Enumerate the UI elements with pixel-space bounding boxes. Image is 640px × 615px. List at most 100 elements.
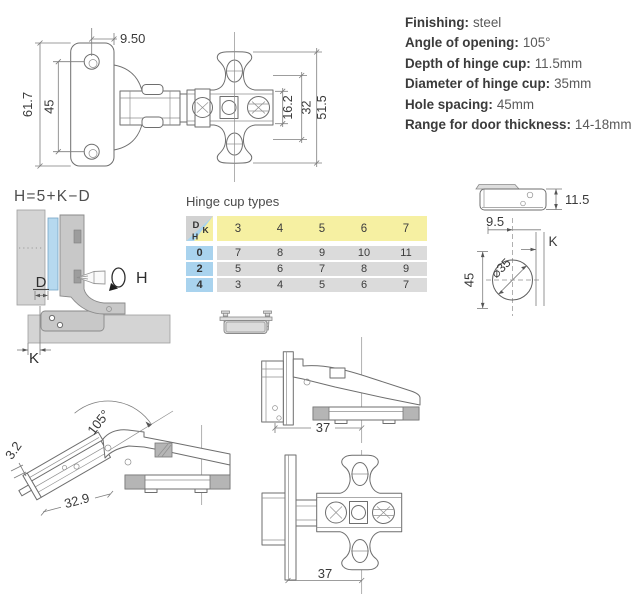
section-k-label: K: [29, 350, 39, 365]
plate-screw-left: [192, 97, 213, 118]
table-corner-cell: D K H: [186, 216, 213, 241]
dim-plate-mid: 32: [273, 72, 314, 143]
table-header-row: D K H 3 4 5 6 7: [186, 216, 427, 241]
table-cell: 9: [385, 262, 427, 276]
open-cup-assembly: [18, 431, 111, 501]
door-edge-highlight: [47, 217, 59, 291]
k-header-cell: 7: [385, 216, 427, 241]
hinge-cup-front: [70, 42, 195, 167]
corner-d-label: D: [193, 220, 200, 231]
spec-door-thickness: Range for door thickness:14-18mm: [405, 117, 632, 133]
table-cell: 6: [343, 278, 385, 292]
dim-closed-length: 37: [272, 420, 365, 435]
dim-cup-depth: 11.5: [546, 188, 589, 210]
d-dimension: D: [33, 274, 49, 300]
table-cell: 8: [343, 262, 385, 276]
open-mount-plate: [124, 464, 231, 493]
dim-open-angle-label: 105°: [84, 407, 112, 437]
mounting-plate-top: [316, 454, 403, 571]
rotate-adjust-icon: [109, 267, 126, 291]
section-d-label: D: [36, 274, 47, 291]
dim-closed-length-label: 37: [316, 420, 330, 435]
arm-stub: [295, 499, 318, 527]
spec-angle: Angle of opening:105°: [405, 35, 551, 51]
plate-cam-center: [221, 100, 237, 115]
dim-open-depth-label: 32.9: [63, 490, 91, 511]
dim-front-offset: 9.50: [88, 28, 145, 56]
dim-plate-mid-label: 32: [300, 101, 314, 115]
spec-finishing: Finishing:steel: [405, 15, 502, 30]
dim-plate-inner-label: 16.2: [281, 95, 295, 119]
table-cell: 4: [259, 278, 301, 292]
mounting-plate-front: [186, 32, 274, 182]
hinge-section: [59, 214, 126, 315]
screwdriver-icon: [75, 270, 106, 285]
hinge-arm-side: [292, 358, 421, 406]
table-cell: 6: [259, 262, 301, 276]
dim-front-height: 61.7: [20, 40, 71, 169]
k-dimension: K: [17, 306, 51, 365]
spec-cup-depth: Depth of hinge cup:11.5mm: [405, 55, 583, 71]
dim-plate-outer: 51.5: [253, 48, 329, 167]
table-cell: 5: [217, 262, 259, 276]
cross-section-drawing: D H K: [16, 209, 171, 365]
table-cell: 3: [217, 278, 259, 292]
dim-plate-length-label: 37: [318, 566, 332, 581]
plate-section: [40, 310, 105, 332]
cup-lip: [18, 484, 32, 497]
dim-drill-offset: 9.5: [486, 214, 541, 234]
table-cell: 8: [259, 246, 301, 260]
dim-drill-spacing-label: 45: [462, 273, 477, 287]
dim-open-depth: 32.9: [40, 490, 114, 516]
corner-k-label: K: [203, 225, 210, 235]
door-plate: [284, 454, 297, 581]
k-header-cell: 4: [259, 216, 301, 241]
screw-right-bottomview: [372, 501, 395, 524]
k-header-cell: 6: [343, 216, 385, 241]
cup-flange: [219, 316, 273, 321]
d-row-label: 4: [186, 278, 213, 292]
open-hinge-drawing: 105° 3.2 32.9: [5, 400, 231, 516]
dim-front-offset-label: 9.50: [120, 31, 145, 46]
dim-drill-spacing: 45: [462, 251, 488, 309]
spec-cup-diameter: Diameter of hinge cup:35mm: [405, 76, 592, 92]
corner-h-label: H: [192, 232, 198, 242]
table-cell: 5: [301, 278, 343, 292]
dim-k-label: K: [548, 234, 557, 249]
d-row-label: 2: [186, 262, 213, 276]
cup-drilling-drawing: 11.5 9.5 ⌀35 45 K: [462, 184, 589, 316]
wall-block: [261, 492, 286, 546]
dim-front-height-label: 61.7: [20, 92, 35, 117]
closed-hinge-drawing: 37: [261, 337, 421, 443]
dim-open-lip-label: 3.2: [5, 439, 25, 462]
hinge-knuckle-bottom: [141, 116, 164, 128]
k-header-cell: 5: [301, 216, 343, 241]
table-cell: 7: [217, 246, 259, 260]
table-cell: 11: [385, 246, 427, 260]
hinge-cup-types-table: Hinge cup types D K H 3 4 5 6 7 0 7 8 9 …: [186, 194, 427, 294]
dim-cup-depth-label: 11.5: [565, 192, 589, 207]
cup-block-side: [261, 360, 284, 423]
hinge-knuckle-top: [141, 84, 164, 95]
mount-plate-side: [312, 406, 420, 424]
table-row: 4 3 4 5 6 7: [186, 278, 427, 292]
arm-boss: [329, 367, 346, 379]
table-row: 0 7 8 9 10 11: [186, 246, 427, 260]
height-formula: H=5+K−D: [14, 188, 91, 205]
dim-plate-inner: 16.2: [275, 88, 295, 127]
d-row-label: 0: [186, 246, 213, 260]
front-view-drawing: 9.50 61.7 45 16.2 32 51.5: [20, 28, 329, 182]
screw-left-bottomview: [325, 501, 347, 524]
arm-hatch-block: [154, 442, 173, 458]
dim-front-hole-spacing: 45: [42, 58, 84, 155]
dim-front-spacing-label: 45: [42, 99, 57, 113]
section-h-label: H: [136, 270, 148, 287]
dim-open-lip: 3.2: [5, 439, 27, 479]
cup-side-view: [475, 184, 547, 211]
specs-panel: Finishing:steel Angle of opening:105° De…: [405, 13, 640, 135]
table-cell: 7: [385, 278, 427, 292]
table-row: 2 5 6 7 8 9: [186, 262, 427, 276]
door-plate-side: [282, 351, 294, 426]
table-title: Hinge cup types: [186, 194, 280, 209]
table-cell: 9: [301, 246, 343, 260]
